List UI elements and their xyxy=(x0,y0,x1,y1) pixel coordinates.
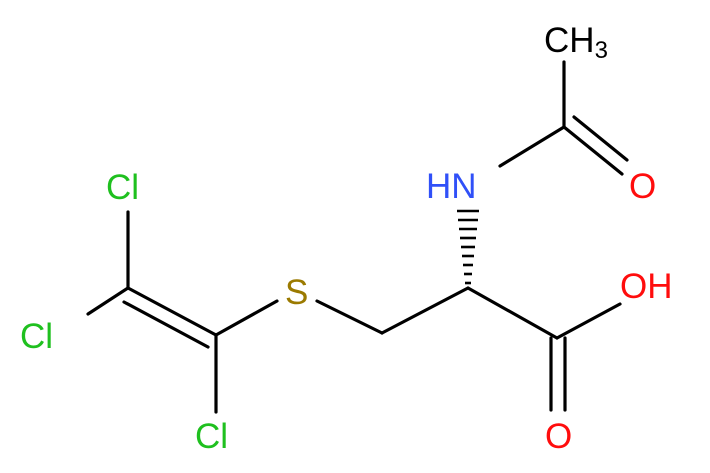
amine-label: HN xyxy=(426,167,477,206)
chlorine-bottom-label: Cl xyxy=(195,417,228,456)
bond-vinyl-double-2 xyxy=(122,300,210,349)
bond-sulfur-vinyl xyxy=(214,299,279,337)
bond-carbonyl-oxygen-1 xyxy=(562,125,624,176)
acid-hydroxyl-label: OH xyxy=(620,267,673,306)
bonds xyxy=(86,60,629,414)
chlorine-left-label: Cl xyxy=(20,317,53,356)
acid-oxygen-label: O xyxy=(545,417,572,456)
bond-carbonyl-oxygen-2 xyxy=(572,115,629,162)
bond-carboxyl-hydroxyl xyxy=(555,302,622,340)
bond-carbonyl-amine xyxy=(498,125,566,168)
bond-methylene-chiral xyxy=(380,286,470,335)
sulfur-label: S xyxy=(285,273,308,312)
methyl-label: CH3 xyxy=(544,21,608,64)
chlorine-top-label: Cl xyxy=(106,168,139,207)
bond-methylene-sulfur xyxy=(315,299,384,335)
bond-vinyl-double-1 xyxy=(126,286,218,337)
amide-oxygen-label: O xyxy=(629,167,656,206)
hashed-wedge-bond xyxy=(457,209,479,285)
bond-vinyl-chlorine-left xyxy=(86,286,130,316)
bond-chiral-carboxyl xyxy=(466,286,559,340)
atom-labels: CH3 O HN OH O S Cl Cl Cl xyxy=(20,21,673,456)
